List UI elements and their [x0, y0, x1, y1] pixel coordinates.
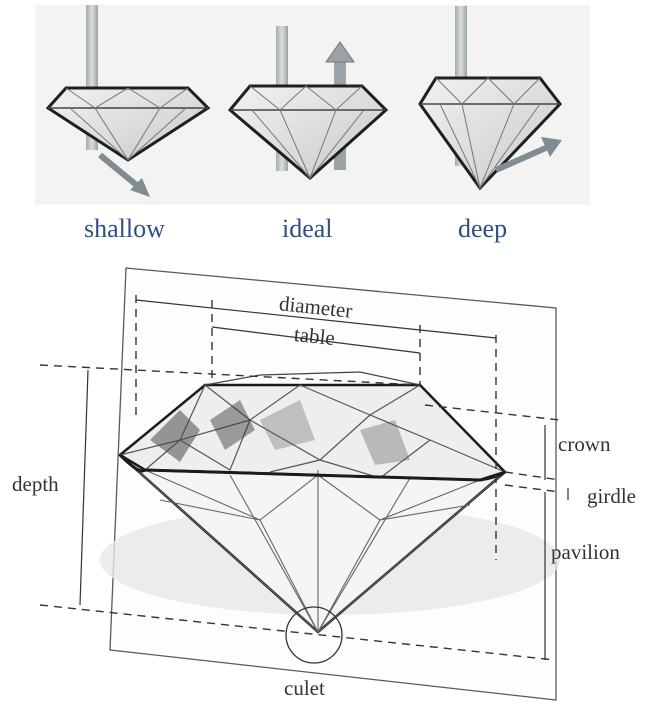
ideal-label: ideal — [282, 214, 333, 244]
shallow-label: shallow — [84, 214, 165, 244]
table-label: table — [293, 322, 336, 351]
pavilion-label: pavilion — [551, 540, 620, 565]
deep-label: deep — [458, 214, 507, 244]
depth-label: depth — [12, 472, 59, 497]
culet-label: culet — [284, 676, 325, 701]
crown-label: crown — [558, 432, 610, 457]
girdle-label: girdle — [587, 484, 636, 509]
